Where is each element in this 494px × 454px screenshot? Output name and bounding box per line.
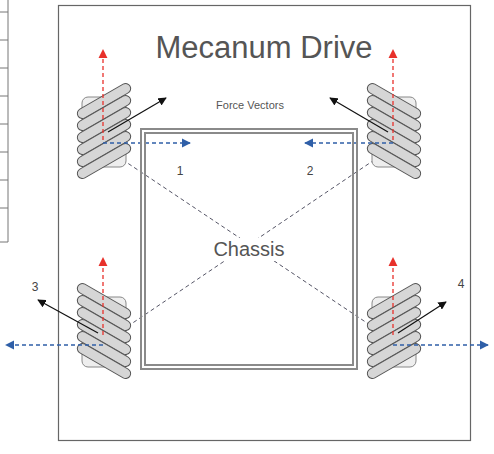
table-fragment — [0, 0, 8, 242]
caption-label: Force Vectors — [215, 99, 285, 111]
chassis-box: Chassis — [140, 128, 358, 370]
callout-number: 4 — [457, 277, 466, 291]
callout-number: 1 — [176, 164, 185, 178]
callout-number: 2 — [306, 164, 315, 178]
diagram-title: Mecanum Drive — [58, 30, 470, 66]
node-text: Chassis — [210, 238, 287, 261]
frame — [59, 6, 471, 441]
wheels — [76, 82, 423, 381]
callout-number: 3 — [31, 280, 40, 294]
force-vectors — [6, 50, 488, 345]
